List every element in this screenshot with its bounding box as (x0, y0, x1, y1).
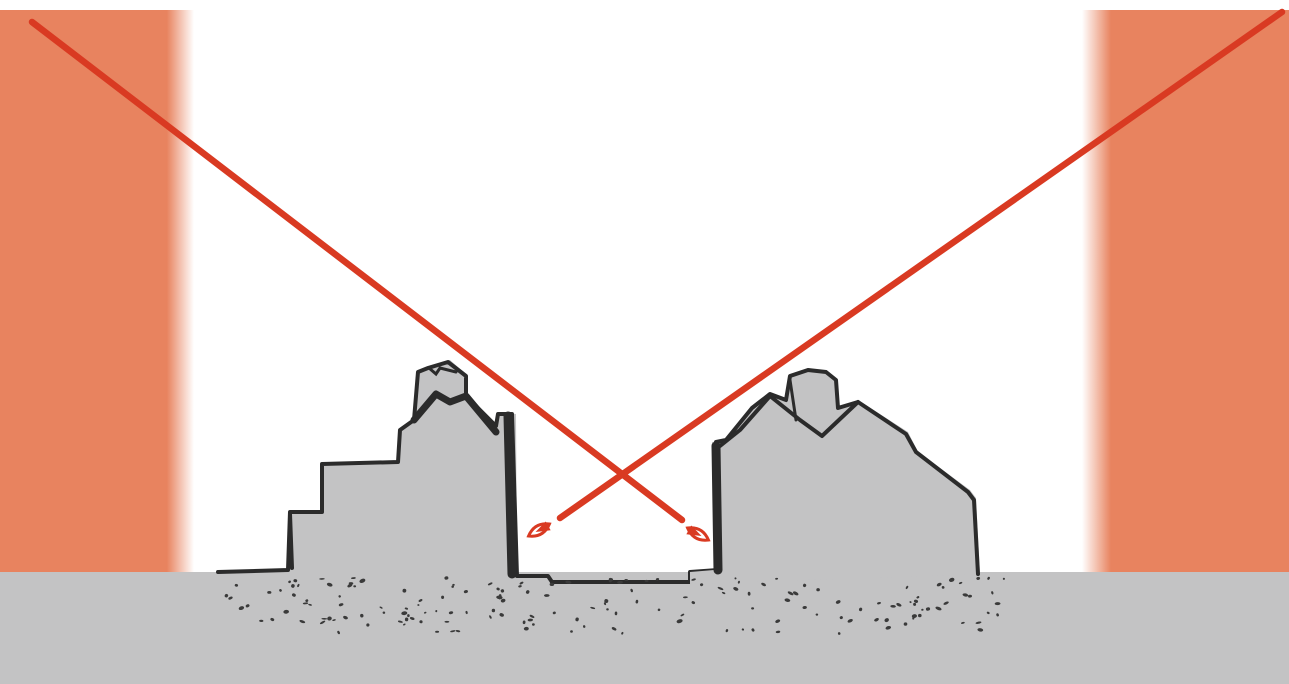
ground-speckle (445, 621, 450, 623)
ground (0, 572, 1289, 684)
left-eye (526, 520, 552, 541)
right-orange-band (1082, 10, 1289, 576)
right-building (690, 368, 980, 584)
right-eye (685, 524, 711, 545)
ground-speckle (441, 596, 444, 599)
left-orange-band (0, 10, 194, 576)
left-building (218, 360, 552, 582)
